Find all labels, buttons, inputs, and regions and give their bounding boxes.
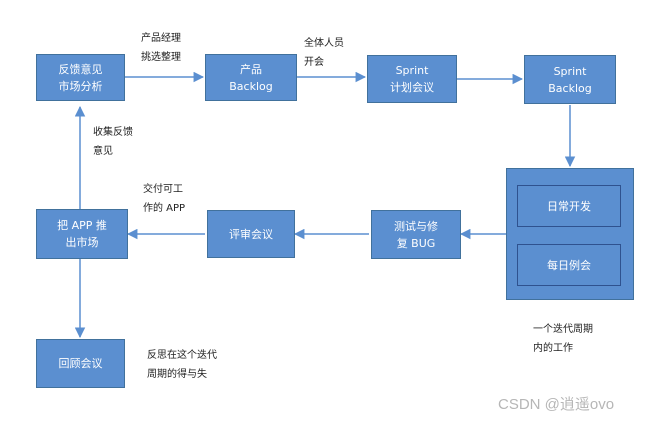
test-fix-node[interactable]: 测试与修 复 BUG — [371, 210, 461, 259]
retrospective-label: 回顾会议 — [58, 357, 103, 370]
all-meeting-note: 全体人员 开会 — [304, 38, 344, 68]
pm-prioritize-note: 产品经理 挑选整理 — [141, 33, 181, 63]
iteration-work-note: 一个迭代周期 内的工作 — [533, 324, 593, 354]
review-meeting-node[interactable]: 评审会议 — [207, 210, 295, 258]
daily-standup-node[interactable]: 每日例会 — [517, 244, 621, 286]
reflection-note: 反思在这个迭代 周期的得与失 — [147, 350, 217, 380]
deliverable-note: 交付可工 作的 APP — [143, 184, 186, 214]
release-app-label: 把 APP 推 出市场 — [57, 219, 107, 249]
watermark: CSDN @逍遥ovo — [498, 396, 615, 413]
product-backlog-node[interactable]: 产品 Backlog — [205, 54, 297, 101]
sprint-planning-node[interactable]: Sprint 计划会议 — [367, 55, 457, 103]
test-fix-label: 测试与修 复 BUG — [394, 219, 438, 250]
daily-development-node[interactable]: 日常开发 — [517, 185, 621, 227]
sprint-backlog-node[interactable]: Sprint Backlog — [524, 55, 616, 104]
product-backlog-label: 产品 Backlog — [229, 62, 273, 93]
retrospective-node[interactable]: 回顾会议 — [36, 339, 125, 388]
sprint-planning-label: Sprint 计划会议 — [390, 64, 434, 94]
review-meeting-label: 评审会议 — [229, 227, 273, 241]
release-app-node[interactable]: 把 APP 推 出市场 — [36, 209, 128, 259]
collect-feedback-note: 收集反馈 意见 — [93, 127, 133, 157]
feedback-analysis-node[interactable]: 反馈意见 市场分析 — [36, 54, 125, 101]
feedback-analysis-label: 反馈意见 市场分析 — [58, 62, 103, 93]
sprint-backlog-label: Sprint Backlog — [548, 64, 592, 95]
daily-standup-label: 每日例会 — [547, 259, 591, 272]
daily-development-label: 日常开发 — [547, 200, 591, 213]
